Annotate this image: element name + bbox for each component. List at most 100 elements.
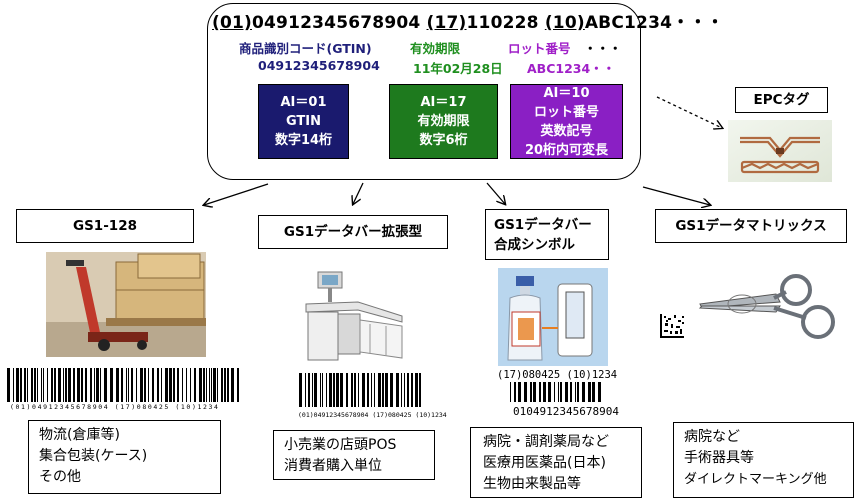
ai-17-title: AI＝17 bbox=[420, 95, 467, 110]
barcode-bar bbox=[104, 368, 107, 402]
barcode-bar bbox=[530, 382, 532, 402]
barcode-bar bbox=[419, 373, 421, 407]
barcode-bar bbox=[582, 382, 585, 402]
barcode-bar bbox=[65, 368, 67, 402]
pos-counter-image bbox=[298, 262, 410, 372]
barcode-bar bbox=[100, 368, 101, 402]
barcode-bar bbox=[510, 382, 511, 402]
barcode-bar bbox=[41, 368, 42, 402]
barcode-bar bbox=[411, 373, 413, 407]
databar-expanded-title: GS1データバー拡張型 bbox=[258, 215, 448, 249]
lot-ellipsis: ・・・ bbox=[584, 41, 622, 56]
datamatrix-usage-line2: 手術器具等 bbox=[684, 450, 754, 466]
barcode-bar bbox=[588, 382, 591, 402]
barcode-bar bbox=[543, 382, 546, 402]
barcode-bar bbox=[308, 373, 310, 407]
barcode-bar bbox=[415, 373, 418, 407]
ai-17-box: AI＝17 有効期限 数字6桁 bbox=[389, 84, 498, 159]
barcode-bar bbox=[539, 382, 541, 402]
composite-hri-bottom: 0104912345678904 bbox=[513, 405, 619, 418]
composite-barcode bbox=[510, 382, 601, 402]
barcode-bar bbox=[329, 373, 332, 407]
gs1-128-usage-line3: その他 bbox=[39, 469, 81, 485]
barcode-bar bbox=[305, 373, 306, 407]
barcode-bar bbox=[43, 368, 44, 402]
barcode-bar bbox=[58, 368, 61, 402]
barcode-bar bbox=[128, 368, 129, 402]
barcode-bar bbox=[209, 368, 210, 402]
barcode-bar bbox=[382, 373, 384, 407]
ai-10-title: AI＝10 bbox=[543, 85, 590, 101]
barcode-bar bbox=[54, 368, 56, 402]
lot-value: ABC1234・・ bbox=[527, 61, 616, 76]
ai-01-name: GTIN bbox=[285, 114, 322, 129]
databar-composite-title: GS1データバー 合成シンボル bbox=[485, 209, 609, 260]
barcode-bar bbox=[177, 368, 179, 402]
ai-10-code: (10) bbox=[544, 13, 585, 33]
barcode-bar bbox=[13, 368, 14, 402]
ai-10-length: 20桁内可変長 bbox=[524, 142, 609, 158]
barcode-bar bbox=[116, 368, 119, 402]
ai-01-code: (01) bbox=[212, 13, 252, 33]
barcode-bar bbox=[320, 373, 321, 407]
barcode-bar bbox=[81, 368, 83, 402]
barcode-bar bbox=[518, 382, 521, 402]
ai-17-name: 有効期限 bbox=[417, 114, 470, 129]
composite-usage-line1: 病院・調剤薬局など bbox=[483, 434, 609, 450]
barcode-bar bbox=[63, 368, 64, 402]
gs1-128-usage-line1: 物流(倉庫等) bbox=[39, 427, 120, 443]
barcode-bar bbox=[140, 368, 143, 402]
composite-hri-top: (17)080425 (10)1234 bbox=[497, 369, 618, 381]
ai-01-format: 数字14桁 bbox=[274, 133, 333, 148]
datamatrix-title: GS1データマトリックス bbox=[655, 209, 847, 243]
barcode-bar bbox=[514, 382, 516, 402]
barcode-bar bbox=[126, 368, 127, 402]
ai-01-title: AI＝01 bbox=[280, 95, 327, 110]
barcode-bar bbox=[148, 368, 149, 402]
ai-01-box: AI＝01 GTIN 数字14桁 bbox=[258, 84, 349, 159]
gs1-128-hri: (01)04912345678904 (17)080425 (10)1234 bbox=[10, 403, 220, 411]
barcode-bar bbox=[173, 368, 175, 402]
barcode-bar bbox=[351, 373, 353, 407]
barcode-bar bbox=[231, 368, 234, 402]
medicine-vial-image bbox=[498, 268, 608, 366]
barcode-bar bbox=[333, 373, 335, 407]
barcode-bar bbox=[47, 368, 48, 402]
barcode-bar bbox=[554, 382, 555, 402]
lot-chars: ABC1234 bbox=[584, 13, 673, 33]
barcode-bar bbox=[227, 368, 229, 402]
barcode-bar bbox=[575, 382, 576, 402]
ai-17-format: 数字6桁 bbox=[419, 133, 468, 148]
barcode-bar bbox=[110, 368, 113, 402]
barcode-bar bbox=[182, 368, 183, 402]
barcode-bar bbox=[314, 373, 317, 407]
datamatrix-usage-line3: ダイレクトマーキング他 bbox=[684, 472, 827, 487]
databar-expanded-hri: (01)04912345678904 (17)080425 (10)1234 bbox=[298, 411, 447, 419]
gs1-128-barcode bbox=[7, 368, 239, 402]
barcode-bar bbox=[165, 368, 168, 402]
barcode-bar bbox=[186, 368, 187, 402]
databar-expanded-barcode bbox=[299, 373, 421, 407]
barcode-bar bbox=[322, 373, 323, 407]
barcode-bar bbox=[85, 368, 87, 402]
barcode-bar bbox=[131, 368, 133, 402]
barcode-bar bbox=[407, 373, 409, 407]
composite-usage-line2: 医療用医薬品(日本) bbox=[483, 455, 606, 471]
composite-usage: 病院・調剤薬局など 医療用医薬品(日本) 生物由来製品等 bbox=[470, 427, 642, 498]
datamatrix-usage: 病院など 手術器具等 ダイレクトマーキング他 bbox=[673, 422, 854, 498]
barcode-bar bbox=[157, 368, 159, 402]
barcode-bar bbox=[96, 368, 99, 402]
ai-10-name: ロット番号 bbox=[533, 104, 599, 120]
barcode-bar bbox=[548, 382, 551, 402]
expiry-label: 有効期限 bbox=[410, 41, 461, 56]
barcode-bar bbox=[396, 373, 399, 407]
barcode-bar bbox=[374, 373, 375, 407]
composite-usage-line3: 生物由来製品等 bbox=[483, 476, 581, 492]
barcode-bar bbox=[385, 373, 388, 407]
barcode-bar bbox=[354, 373, 356, 407]
barcode-bar bbox=[367, 373, 369, 407]
trailing-dots: ・・・ bbox=[672, 13, 724, 33]
barcode-bar bbox=[161, 368, 162, 402]
barcode-bar bbox=[203, 368, 205, 402]
